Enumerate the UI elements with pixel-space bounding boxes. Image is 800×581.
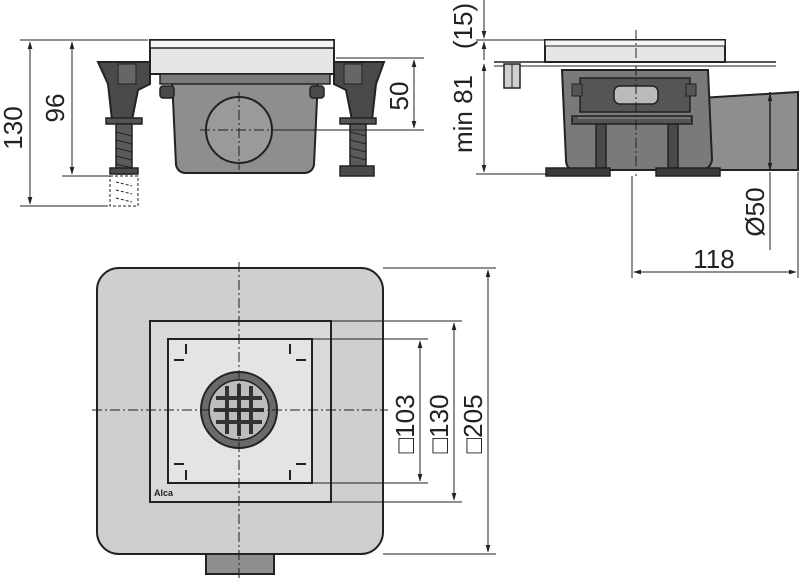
dim-overall-height: 130	[0, 106, 28, 149]
dim-min-height: min 81	[448, 75, 478, 153]
side-outlet-pipe	[699, 90, 799, 171]
dim-body-height: 50	[384, 82, 414, 111]
front-left-leg	[96, 61, 175, 175]
dim-outlet-length: 118	[693, 244, 734, 274]
dim-frame-size: □130	[424, 394, 454, 453]
side-view: min 81 (15) Ø50 118	[448, 0, 799, 278]
front-right-leg	[309, 61, 386, 177]
front-leg-extension-dashed	[109, 175, 139, 207]
dim-inner-height: 96	[40, 94, 70, 123]
dim-grate-size: □103	[390, 394, 420, 453]
dim-tile-offset: (15)	[448, 3, 478, 49]
brand-logo-text: Alca	[154, 488, 174, 498]
top-view: Alca □103 □130 □205	[92, 262, 496, 578]
dim-flange-size: □205	[458, 394, 488, 453]
front-view: 130 96 50	[0, 39, 424, 207]
dim-outlet-diameter: Ø50	[740, 187, 770, 236]
